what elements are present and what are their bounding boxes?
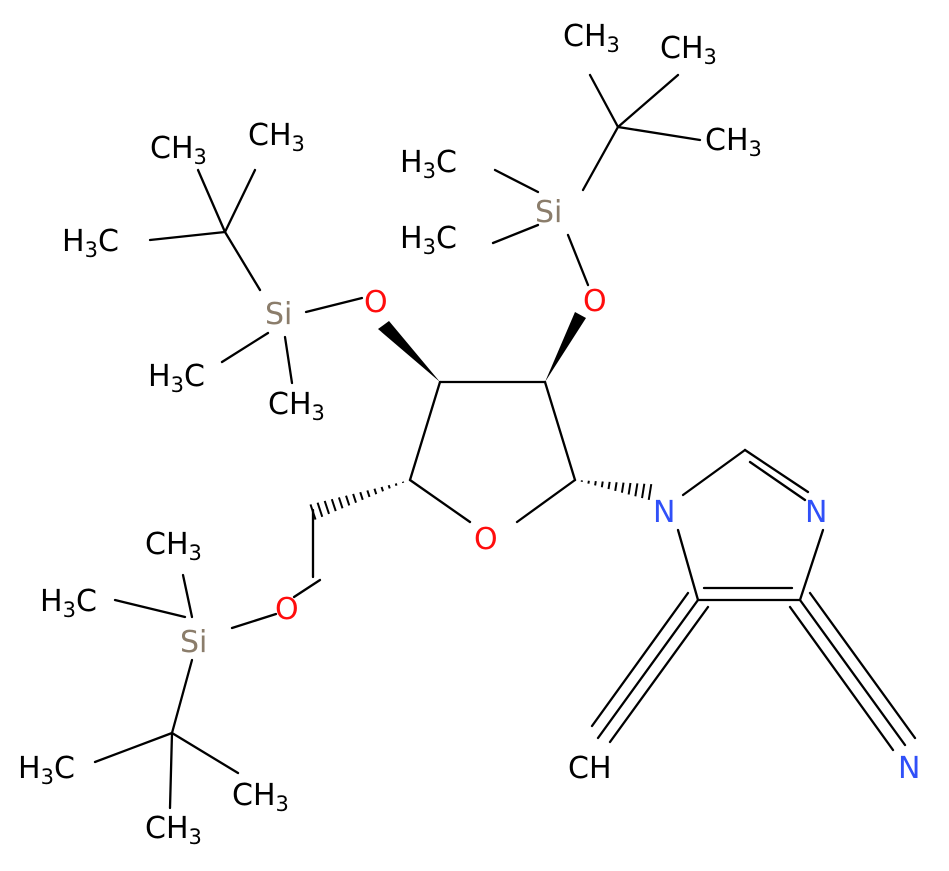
- bond: [515, 478, 577, 524]
- hash-stroke: [380, 486, 384, 492]
- bond: [808, 591, 917, 740]
- bond: [408, 478, 472, 524]
- bond: [170, 731, 240, 775]
- hash-stroke: [394, 483, 398, 486]
- methyl-group: H3C: [40, 584, 97, 622]
- bond: [798, 528, 825, 602]
- bond: [608, 605, 710, 744]
- bond: [283, 335, 294, 385]
- hash-stroke: [345, 495, 351, 506]
- nitrogen-atom: N: [898, 751, 920, 786]
- silicon-atom: Si: [180, 625, 207, 660]
- hash-stroke: [600, 481, 604, 488]
- bond: [588, 73, 620, 129]
- hash-stroke: [330, 498, 337, 512]
- hash-stroke: [627, 482, 632, 495]
- oxygen-atom: O: [474, 522, 498, 557]
- bond: [566, 233, 590, 287]
- bond: [223, 230, 262, 292]
- bonds: [93, 73, 917, 810]
- methyl-group: CH3: [268, 387, 325, 425]
- hash-stroke: [359, 491, 364, 501]
- silicon-atom: Si: [265, 297, 292, 332]
- bond: [148, 230, 227, 242]
- methyl-group: CH3: [660, 31, 717, 69]
- stereo-bonds: [309, 312, 653, 520]
- bond: [748, 460, 807, 502]
- hash-stroke: [641, 483, 646, 499]
- hash-stroke: [373, 488, 378, 495]
- hash-stroke: [647, 483, 653, 501]
- oxygen-atom: O: [364, 285, 388, 320]
- bond: [304, 296, 364, 314]
- bond: [223, 168, 257, 234]
- bond: [616, 73, 680, 129]
- hash-stroke: [634, 483, 639, 497]
- bond: [93, 731, 174, 764]
- oxygen-atom: O: [583, 284, 607, 319]
- methyl-group: CH3: [150, 131, 207, 169]
- bond: [292, 578, 322, 599]
- bond: [590, 591, 690, 728]
- bond: [681, 448, 747, 497]
- hash-bond: [309, 481, 405, 520]
- methyl-group: CH3: [145, 527, 202, 565]
- nitrogen-atom: N: [805, 495, 827, 530]
- methyl-group: H3C: [62, 224, 119, 262]
- methyl-group: CH3: [232, 778, 289, 816]
- bond: [743, 448, 810, 494]
- bond: [408, 380, 442, 482]
- bond: [196, 168, 227, 234]
- bond: [581, 125, 620, 192]
- methyl-group: CH3: [705, 123, 762, 161]
- bond: [181, 573, 194, 619]
- silicon-atom: Si: [535, 195, 562, 230]
- methyl-group: H3C: [18, 751, 75, 789]
- hash-bond: [580, 480, 653, 501]
- oxygen-atom: O: [275, 592, 299, 627]
- hash-stroke: [352, 493, 357, 503]
- hash-stroke: [309, 504, 317, 520]
- bond: [230, 612, 278, 630]
- hash-stroke: [316, 502, 324, 518]
- methyl-group: CH3: [248, 118, 305, 156]
- methyl-group: H3C: [148, 359, 205, 397]
- hash-stroke: [387, 484, 391, 489]
- bond: [543, 380, 577, 482]
- hash-stroke: [607, 481, 611, 490]
- hash-stroke: [323, 500, 330, 515]
- bond: [168, 731, 174, 810]
- methyl-group: CH3: [145, 811, 202, 849]
- methyl-group: H3C: [400, 221, 457, 259]
- hash-stroke: [594, 480, 597, 486]
- bond: [491, 223, 540, 245]
- methyl-group: H3C: [400, 145, 457, 183]
- bond: [788, 605, 895, 752]
- hash-stroke: [337, 497, 344, 509]
- atom-labels: Si Si Si O O O O N N N H3C H3C CH3 CH3 C…: [18, 19, 920, 849]
- nitrogen-atom: N: [653, 495, 675, 530]
- wedge-bond: [378, 321, 440, 382]
- bond: [676, 528, 700, 602]
- bond: [616, 125, 702, 142]
- hash-stroke: [366, 490, 371, 498]
- bond: [170, 658, 194, 735]
- bond: [596, 598, 700, 740]
- hash-stroke: [620, 482, 625, 493]
- bond: [220, 331, 270, 364]
- bond: [113, 598, 187, 619]
- bond: [798, 598, 907, 747]
- ethynyl-ch-label: CH: [568, 751, 612, 786]
- wedge-bond: [545, 312, 586, 382]
- bond: [493, 168, 540, 194]
- hash-stroke: [614, 482, 618, 492]
- methyl-group: CH3: [563, 19, 620, 57]
